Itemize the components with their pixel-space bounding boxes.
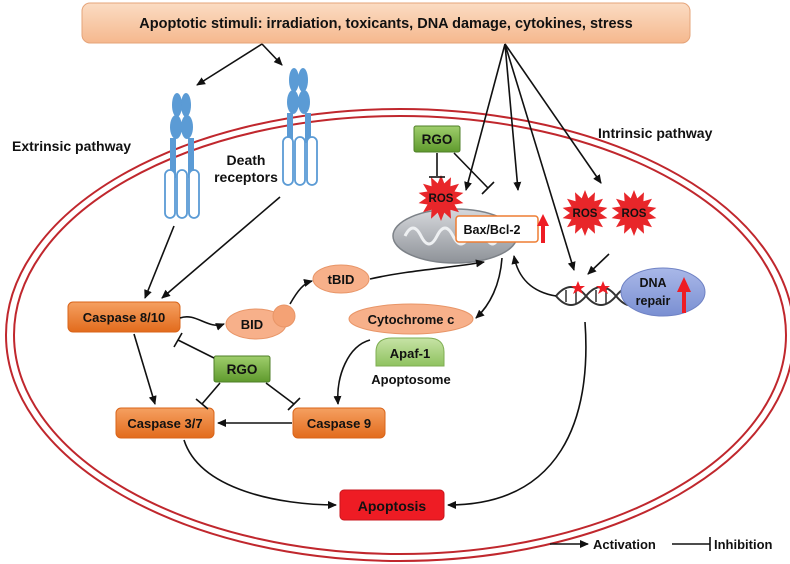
- death-receptor-icon-left: [164, 93, 200, 219]
- death-receptors-label-line1: Death: [227, 152, 266, 168]
- arrow-left-receptor-to-casp8: [144, 225, 175, 299]
- rgo-label-top: RGO: [422, 132, 453, 147]
- ros-marker-2-burst: [611, 190, 657, 236]
- arrow-casp37-to-apoptosis: [183, 439, 337, 509]
- rgo-label-middle: RGO: [227, 362, 258, 377]
- legend-activation-label: Activation: [593, 537, 656, 552]
- ros-marker-mito-burst: [418, 175, 464, 221]
- ros-marker-1-burst: [562, 190, 608, 236]
- tbid-label: tBID: [328, 272, 355, 287]
- arrow-stimuli-to-bax: [504, 43, 522, 191]
- arrow-casp8-to-bid: [179, 315, 225, 331]
- arrow-casp8-to-casp37: [133, 333, 157, 405]
- inhibit-rgo-to-casp8: [177, 339, 215, 359]
- cytochrome-c-label: Cytochrome c: [368, 312, 455, 327]
- activation-arrows: [133, 43, 610, 509]
- apoptosis-box: [339, 489, 445, 521]
- arrow-stimuli-to-left-receptor: [196, 43, 263, 86]
- bax-bcl2-box: [455, 215, 539, 243]
- caspase-3-7-label: Caspase 3/7: [127, 416, 202, 431]
- ros-markers: ROS ROS ROS: [418, 175, 657, 236]
- arrow-bid-to-tbid: [289, 279, 313, 305]
- caspase-9-label: Caspase 9: [307, 416, 371, 431]
- cell-membrane-outer: [5, 108, 790, 562]
- bax-bcl2-up-arrow: [537, 214, 549, 243]
- intrinsic-pathway-label: Intrinsic pathway: [598, 125, 713, 141]
- ros-marker-2-label: ROS: [622, 208, 647, 220]
- arrow-dna-to-bax: [511, 255, 557, 297]
- inhibit-rgo-to-casp37: [201, 382, 221, 405]
- death-receptor-icon-right: [282, 68, 318, 186]
- extrinsic-pathway-label: Extrinsic pathway: [12, 138, 131, 154]
- stimuli-box: [81, 2, 691, 44]
- apoptosis-label: Apoptosis: [358, 498, 427, 514]
- legend-inhibition-label: Inhibition: [714, 537, 773, 552]
- arrow-stimuli-to-dna: [504, 43, 576, 271]
- dna-repair-label-line2: repair: [636, 294, 671, 308]
- arrow-stimuli-to-ros: [504, 43, 602, 184]
- bid-label: BID: [241, 317, 263, 332]
- rgo-box-middle: [213, 355, 271, 383]
- apaf1-label: Apaf-1: [390, 346, 430, 361]
- bax-bcl2-label: Bax/Bcl-2: [464, 223, 521, 237]
- bid-fragment: [272, 304, 296, 328]
- inhibition-lines: [173, 152, 495, 411]
- arrow-bax-to-cytochrome: [475, 257, 503, 319]
- arrow-stimuli-to-mito-ros: [464, 43, 506, 191]
- ros-marker-1-label: ROS: [573, 208, 598, 220]
- tbid-ellipse: [312, 264, 370, 294]
- arrow-tbid-to-bax: [369, 259, 485, 280]
- cytochrome-c-ellipse: [348, 303, 474, 335]
- dna-repair-up-arrow: [677, 277, 691, 313]
- dna-repair-label-line1: DNA: [639, 276, 666, 290]
- inhibit-rgo-to-casp9: [265, 382, 295, 405]
- death-receptors-label-line2: receptors: [214, 169, 278, 185]
- ros-marker-mito-label: ROS: [429, 193, 454, 205]
- apoptosome-label: Apoptosome: [371, 372, 450, 387]
- caspase-8-10-label: Caspase 8/10: [83, 310, 165, 325]
- caspase-3-7-box: [115, 407, 215, 439]
- arrow-stimuli-to-right-receptor: [261, 43, 283, 66]
- rgo-box-top: [413, 125, 461, 153]
- caspase-9-box: [292, 407, 386, 439]
- arrow-apoptosome-to-casp9: [333, 339, 371, 405]
- legend: Activation Inhibition: [550, 537, 773, 552]
- cell-membrane-inner: [13, 115, 787, 555]
- arrow-ros-to-dna: [587, 253, 610, 275]
- inhibit-rgo-to-bax: [453, 152, 489, 189]
- arrow-dna-to-apoptosis: [447, 321, 587, 509]
- stimuli-text: Apoptotic stimuli: irradiation, toxicant…: [139, 16, 632, 32]
- arrow-right-receptor-to-casp8: [161, 196, 281, 299]
- apaf1-shape: [375, 337, 445, 367]
- caspase-8-10-box: [67, 301, 181, 333]
